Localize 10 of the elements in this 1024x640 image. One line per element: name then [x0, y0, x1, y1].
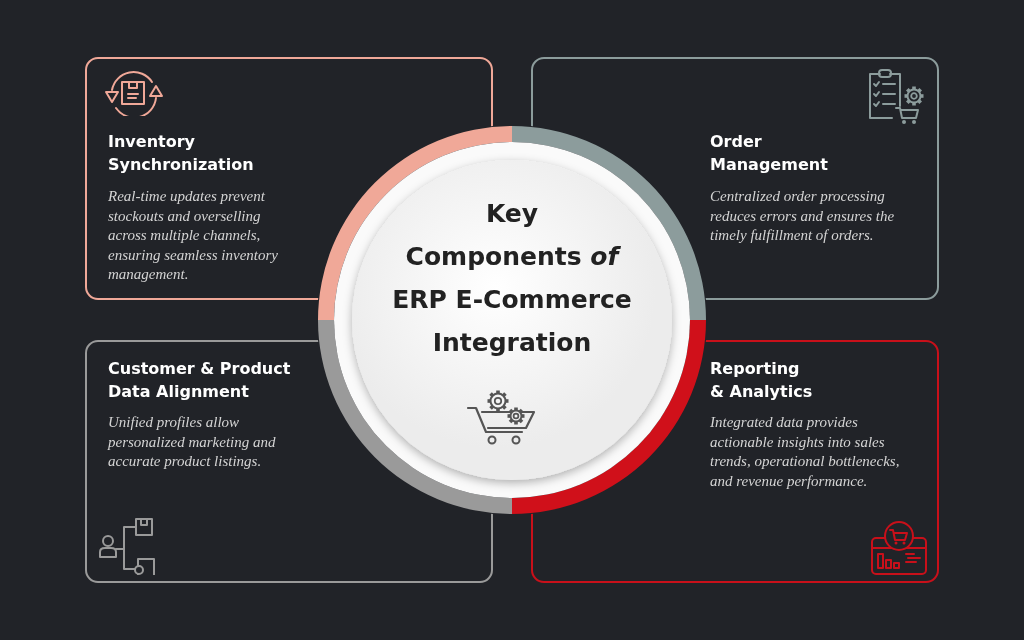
card-description: Centralized order processing reduces errors and ensures the timely fulfillment of orders. — [710, 187, 896, 245]
center-circle — [318, 126, 706, 514]
card-description: Integrated data provides actionable insights into sales trends, operational bottlenecks, and revenue performance. — [710, 413, 901, 491]
card-description: Real-time updates prevent stockouts and overselling across multiple channels, ensuring seamless inventory management. — [108, 187, 279, 284]
center-title: Key Components of ERP E-Commerce Integration — [391, 198, 633, 359]
card-description: Unified profiles allow personalized marketing and accurate product listings. — [108, 413, 277, 471]
card-heading: Customer & Product Data Alignment — [108, 358, 292, 403]
card-heading: Order Management — [710, 131, 829, 176]
card-heading: Inventory Synchronization — [108, 131, 255, 176]
card-heading: Reporting & Analytics — [710, 358, 814, 403]
